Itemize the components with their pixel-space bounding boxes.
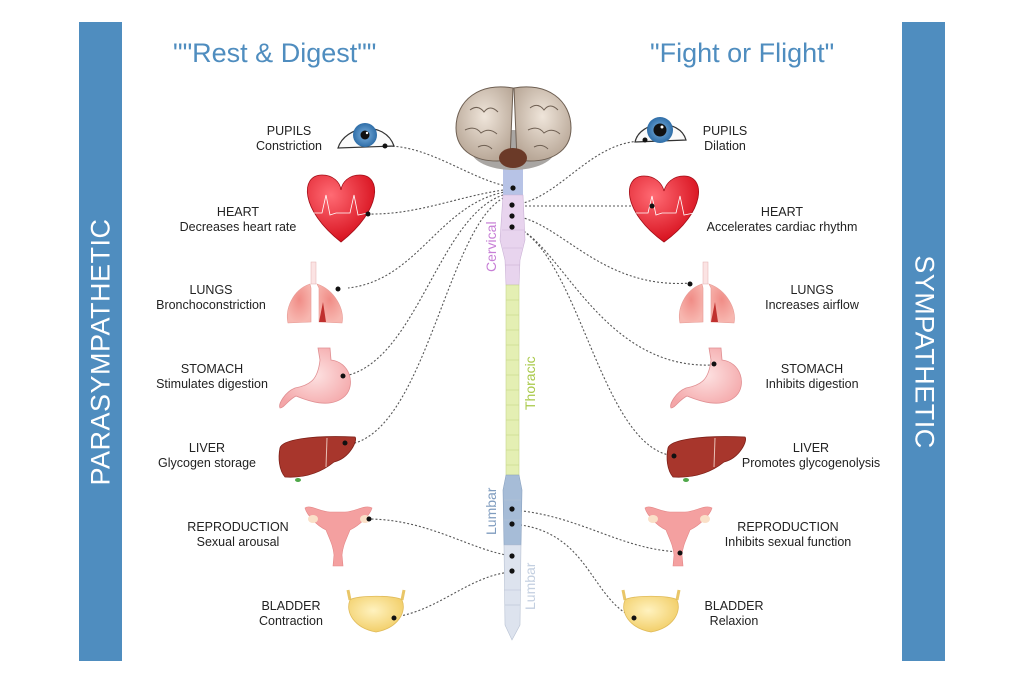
symp-reproduction-name: REPRODUCTION bbox=[737, 520, 839, 534]
symp-bladder-label: BLADDER Relaxion bbox=[704, 599, 763, 629]
para-reproduction-label: REPRODUCTION Sexual arousal bbox=[187, 520, 288, 550]
para-pupils-effect: Constriction bbox=[256, 139, 322, 153]
liver-icon-left bbox=[278, 436, 357, 482]
para-reproduction-name: REPRODUCTION bbox=[187, 520, 289, 534]
symp-bladder-name: BLADDER bbox=[704, 599, 764, 613]
brainstem-segment bbox=[503, 165, 523, 195]
parasympathetic-sidebar: PARASYMPATHETIC bbox=[79, 22, 122, 661]
para-heart-effect: Decreases heart rate bbox=[179, 220, 297, 234]
para-bladder-label: BLADDER Contraction bbox=[259, 599, 323, 629]
symp-heart-label: HEART Accelerates cardiac rhythm bbox=[707, 205, 858, 235]
nerve-root-dots bbox=[509, 185, 516, 574]
nerve-line-lungs-para bbox=[347, 190, 512, 289]
para-lungs-name: LUNGS bbox=[189, 283, 233, 297]
symp-stomach-effect: Inhibits digestion bbox=[765, 377, 859, 391]
stomach-icon-left bbox=[279, 347, 351, 409]
liver-icon-right bbox=[666, 436, 747, 482]
heart-icon-right bbox=[629, 175, 699, 243]
symp-reproduction-effect: Inhibits sexual function bbox=[724, 535, 852, 549]
cervical-label: Cervical bbox=[483, 221, 499, 272]
nerve-line-lungs-symp bbox=[512, 215, 692, 284]
nerve-line-liver-symp bbox=[512, 225, 676, 457]
rest-and-digest-heading: ""Rest & Digest"" bbox=[173, 38, 377, 68]
symp-pupils-label: PUPILS Dilation bbox=[703, 124, 747, 154]
para-bladder-effect: Contraction bbox=[259, 614, 323, 628]
symp-stomach-label: STOMACH Inhibits digestion bbox=[765, 362, 858, 392]
nerve-line-reproduction-symp bbox=[511, 509, 682, 553]
symp-lungs-label: LUNGS Increases airflow bbox=[765, 283, 859, 313]
symp-stomach-name: STOMACH bbox=[780, 362, 844, 376]
symp-heart-effect: Accelerates cardiac rhythm bbox=[706, 220, 858, 234]
nerve-line-stomach-symp bbox=[512, 225, 714, 366]
para-reproduction-effect: Sexual arousal bbox=[196, 535, 280, 549]
eye-icon-left bbox=[337, 123, 395, 149]
symp-liver-effect: Promotes glycogenolysis bbox=[741, 456, 881, 470]
nerve-line-pupils-symp bbox=[512, 140, 646, 206]
brain-illustration bbox=[455, 86, 572, 170]
symp-reproduction-label: REPRODUCTION Inhibits sexual function bbox=[725, 520, 851, 550]
nerve-line-stomach-para bbox=[344, 192, 512, 377]
thoracic-segment bbox=[505, 284, 520, 476]
sympathetic-sidebar: SYMPATHETIC bbox=[902, 22, 945, 661]
bladder-icon-right bbox=[621, 589, 681, 633]
para-liver-name: LIVER bbox=[188, 441, 226, 455]
lungs-icon-right bbox=[679, 261, 735, 324]
eye-icon-right bbox=[634, 117, 687, 143]
bladder-icon-left bbox=[346, 589, 406, 633]
symp-pupils-effect: Dilation bbox=[704, 139, 746, 153]
symp-pupils-name: PUPILS bbox=[702, 124, 748, 138]
para-lungs-effect: Bronchoconstriction bbox=[156, 298, 266, 312]
para-heart-label: HEART Decreases heart rate bbox=[180, 205, 297, 235]
nerve-line-liver-para bbox=[354, 194, 512, 444]
uterus-icon-right bbox=[644, 506, 713, 567]
para-stomach-name: STOMACH bbox=[180, 362, 244, 376]
nerve-connections bbox=[344, 140, 714, 619]
symp-bladder-effect: Relaxion bbox=[709, 614, 759, 628]
para-bladder-name: BLADDER bbox=[261, 599, 321, 613]
para-stomach-effect: Stimulates digestion bbox=[156, 377, 268, 391]
para-pupils-name: PUPILS bbox=[266, 124, 312, 138]
nerve-line-bladder-para bbox=[394, 571, 513, 618]
symp-liver-name: LIVER bbox=[792, 441, 830, 455]
para-pupils-label: PUPILS Constriction bbox=[256, 124, 322, 154]
lumbar-lower-label: Lumbar bbox=[522, 562, 538, 610]
nerve-line-bladder-symp bbox=[511, 523, 636, 619]
para-liver-label: LIVER Glycogen storage bbox=[158, 441, 256, 471]
symp-liver-label: LIVER Promotes glycogenolysis bbox=[742, 441, 880, 471]
nerve-line-heart-para bbox=[367, 188, 512, 215]
para-lungs-label: LUNGS Bronchoconstriction bbox=[156, 283, 266, 313]
para-stomach-label: STOMACH Stimulates digestion bbox=[156, 362, 268, 392]
lumbar-upper-label: Lumbar bbox=[483, 487, 499, 535]
lumbar-vertebra-lines bbox=[504, 499, 521, 606]
thoracic-label: Thoracic bbox=[522, 356, 538, 410]
uterus-icon-left bbox=[304, 506, 373, 567]
symp-heart-name: HEART bbox=[760, 205, 804, 219]
thoracic-vertebra-lines bbox=[506, 299, 519, 466]
para-liver-effect: Glycogen storage bbox=[158, 456, 256, 470]
fight-or-flight-heading: "Fight or Flight" bbox=[650, 38, 835, 68]
heart-icon-left bbox=[307, 174, 375, 243]
symp-lungs-effect: Increases airflow bbox=[765, 298, 859, 312]
para-heart-name: HEART bbox=[216, 205, 260, 219]
cervical-segment bbox=[499, 194, 526, 286]
lungs-icon-left bbox=[287, 261, 343, 324]
lumbar-lower-segment bbox=[503, 544, 522, 641]
symp-lungs-name: LUNGS bbox=[790, 283, 834, 297]
cervical-vertebra-lines bbox=[502, 229, 524, 266]
spinal-cord bbox=[499, 165, 526, 641]
stomach-icon-right bbox=[670, 347, 742, 409]
